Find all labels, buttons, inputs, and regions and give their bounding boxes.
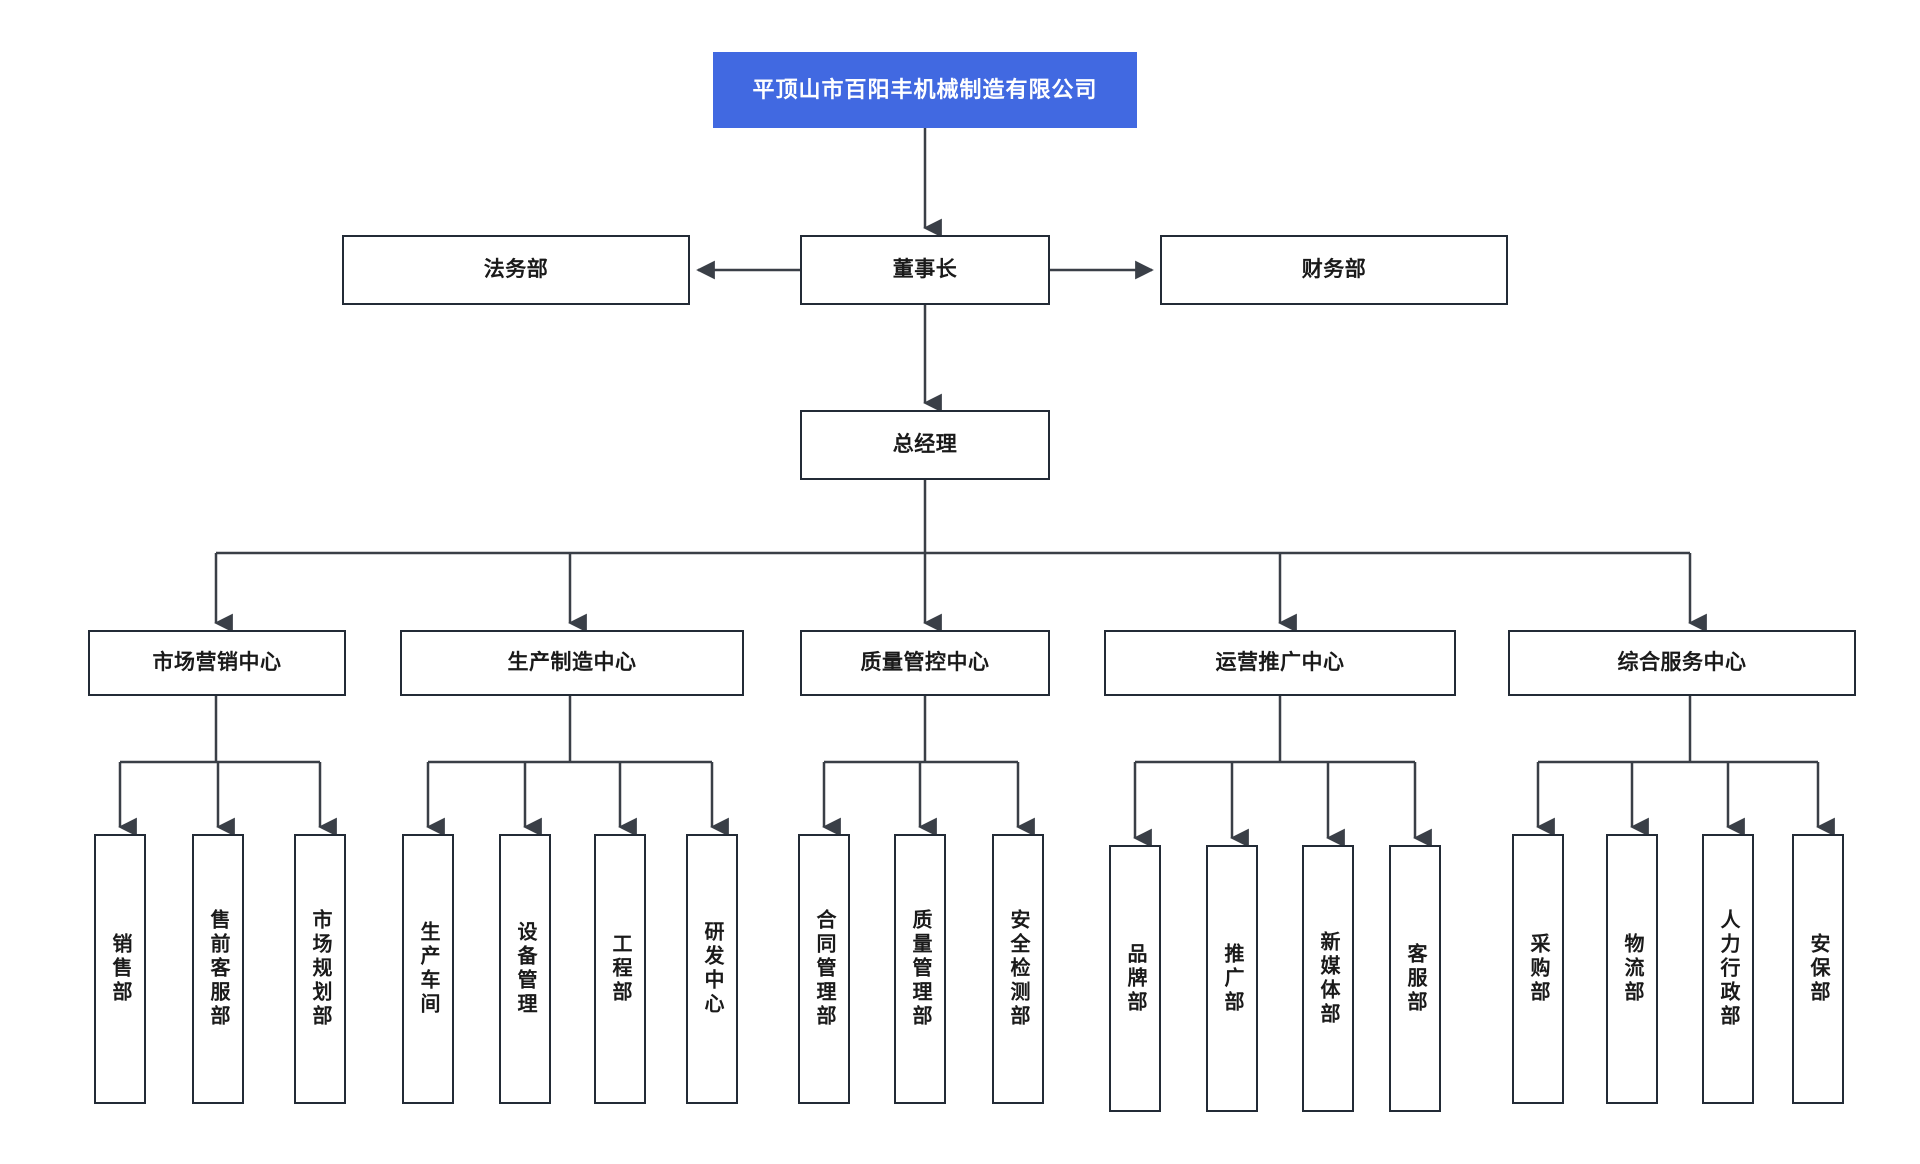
node-label-department-3-3: 安全检测部: [1007, 909, 1029, 1029]
node-department-1-3[interactable]: 市场规划部: [294, 834, 346, 1104]
node-label-center-4: 运营推广中心: [1215, 650, 1345, 674]
node-company-root[interactable]: 平顶山市百阳丰机械制造有限公司: [713, 52, 1137, 128]
node-label-department-1-3: 市场规划部: [309, 909, 331, 1029]
node-department-2-2[interactable]: 设备管理: [499, 834, 551, 1104]
node-department-5-1[interactable]: 采购部: [1512, 834, 1564, 1104]
node-label-department-2-4: 研发中心: [701, 921, 723, 1017]
node-general-manager[interactable]: 总经理: [800, 410, 1050, 480]
node-label-center-5: 综合服务中心: [1617, 650, 1747, 674]
node-department-2-3[interactable]: 工程部: [594, 834, 646, 1104]
node-department-3-1[interactable]: 合同管理部: [798, 834, 850, 1104]
node-label-department-2-2: 设备管理: [514, 921, 536, 1017]
node-label-department-5-2: 物流部: [1621, 933, 1643, 1005]
node-label-department-3-1: 合同管理部: [813, 909, 835, 1029]
node-label-department-3-2: 质量管理部: [909, 909, 931, 1029]
node-finance-department[interactable]: 财务部: [1160, 235, 1508, 305]
node-label-department-5-4: 安保部: [1807, 933, 1829, 1005]
node-department-4-4[interactable]: 客服部: [1389, 845, 1441, 1112]
node-label-finance: 财务部: [1301, 257, 1367, 281]
node-department-1-2[interactable]: 售前客服部: [192, 834, 244, 1104]
node-label-department-5-1: 采购部: [1527, 933, 1549, 1005]
node-label-chairman: 董事长: [892, 257, 958, 281]
node-label-legal: 法务部: [483, 257, 549, 281]
node-label-department-4-4: 客服部: [1404, 942, 1426, 1015]
node-center-2[interactable]: 生产制造中心: [400, 630, 744, 696]
node-department-4-1[interactable]: 品牌部: [1109, 845, 1161, 1112]
node-department-1-1[interactable]: 销售部: [94, 834, 146, 1104]
node-legal-department[interactable]: 法务部: [342, 235, 690, 305]
node-center-4[interactable]: 运营推广中心: [1104, 630, 1456, 696]
node-department-2-1[interactable]: 生产车间: [402, 834, 454, 1104]
node-label-department-1-1: 销售部: [109, 933, 131, 1005]
node-label-company: 平顶山市百阳丰机械制造有限公司: [752, 77, 1098, 103]
node-department-5-3[interactable]: 人力行政部: [1702, 834, 1754, 1104]
node-label-department-4-3: 新媒体部: [1317, 930, 1339, 1027]
node-label-center-3: 质量管控中心: [860, 650, 990, 674]
node-department-4-2[interactable]: 推广部: [1206, 845, 1258, 1112]
node-label-department-2-3: 工程部: [609, 933, 631, 1005]
node-department-4-3[interactable]: 新媒体部: [1302, 845, 1354, 1112]
node-department-3-3[interactable]: 安全检测部: [992, 834, 1044, 1104]
node-department-5-2[interactable]: 物流部: [1606, 834, 1658, 1104]
node-department-5-4[interactable]: 安保部: [1792, 834, 1844, 1104]
node-department-3-2[interactable]: 质量管理部: [894, 834, 946, 1104]
node-label-center-1: 市场营销中心: [152, 650, 282, 674]
node-center-5[interactable]: 综合服务中心: [1508, 630, 1856, 696]
node-center-3[interactable]: 质量管控中心: [800, 630, 1050, 696]
node-label-department-4-1: 品牌部: [1124, 942, 1146, 1015]
node-chairman[interactable]: 董事长: [800, 235, 1050, 305]
node-department-2-4[interactable]: 研发中心: [686, 834, 738, 1104]
node-label-general-manager: 总经理: [892, 432, 958, 456]
node-label-center-2: 生产制造中心: [507, 650, 637, 674]
node-center-1[interactable]: 市场营销中心: [88, 630, 346, 696]
node-label-department-5-3: 人力行政部: [1717, 909, 1739, 1029]
node-label-department-2-1: 生产车间: [417, 921, 439, 1017]
node-label-department-4-2: 推广部: [1221, 942, 1243, 1015]
node-label-department-1-2: 售前客服部: [207, 909, 229, 1029]
